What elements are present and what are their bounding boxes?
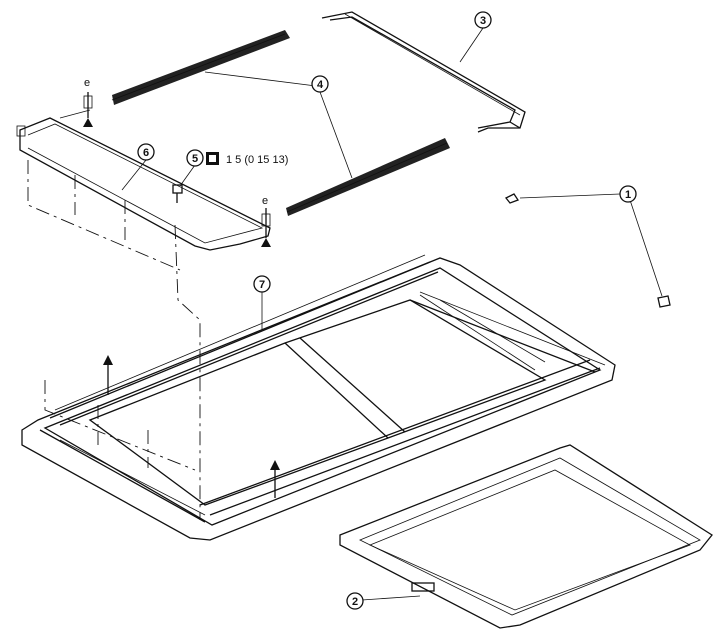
- callout-3: 3: [474, 11, 492, 29]
- callout-1: 1: [619, 185, 637, 203]
- part-6-deflector-frame: [16, 109, 271, 520]
- callout-6: 6: [137, 143, 155, 161]
- part-1-plugs: [504, 193, 671, 308]
- part-7-main-frame: [21, 254, 616, 541]
- callout-2: 2: [346, 592, 364, 610]
- callout-7: 7: [253, 275, 271, 293]
- torque-spec-text: 1 5 (0 15 13): [226, 154, 288, 166]
- callout-6-label: 6: [143, 147, 149, 159]
- callout-3-label: 3: [480, 15, 486, 27]
- part-2-sunshade: [339, 444, 713, 629]
- callout-5: 5: [186, 149, 204, 167]
- clip-mark-e: e: [84, 77, 90, 89]
- callout-4-label: 4: [317, 79, 324, 91]
- clip-right: e: [261, 195, 271, 247]
- callout-1-label: 1: [625, 189, 631, 201]
- part-5-bolt: [172, 184, 183, 203]
- callout-4: 4: [311, 75, 329, 93]
- torque-spec: 1 5 (0 15 13): [206, 152, 288, 166]
- callout-7-label: 7: [259, 279, 265, 291]
- callout-2-label: 2: [352, 596, 358, 608]
- clip-left: e: [83, 77, 93, 127]
- part-4-strips: [111, 30, 450, 216]
- clip-mark-e: e: [262, 195, 268, 207]
- part-3-rear-rail: [321, 11, 526, 133]
- callout-5-label: 5: [192, 153, 198, 165]
- leader-lines: [121, 27, 663, 601]
